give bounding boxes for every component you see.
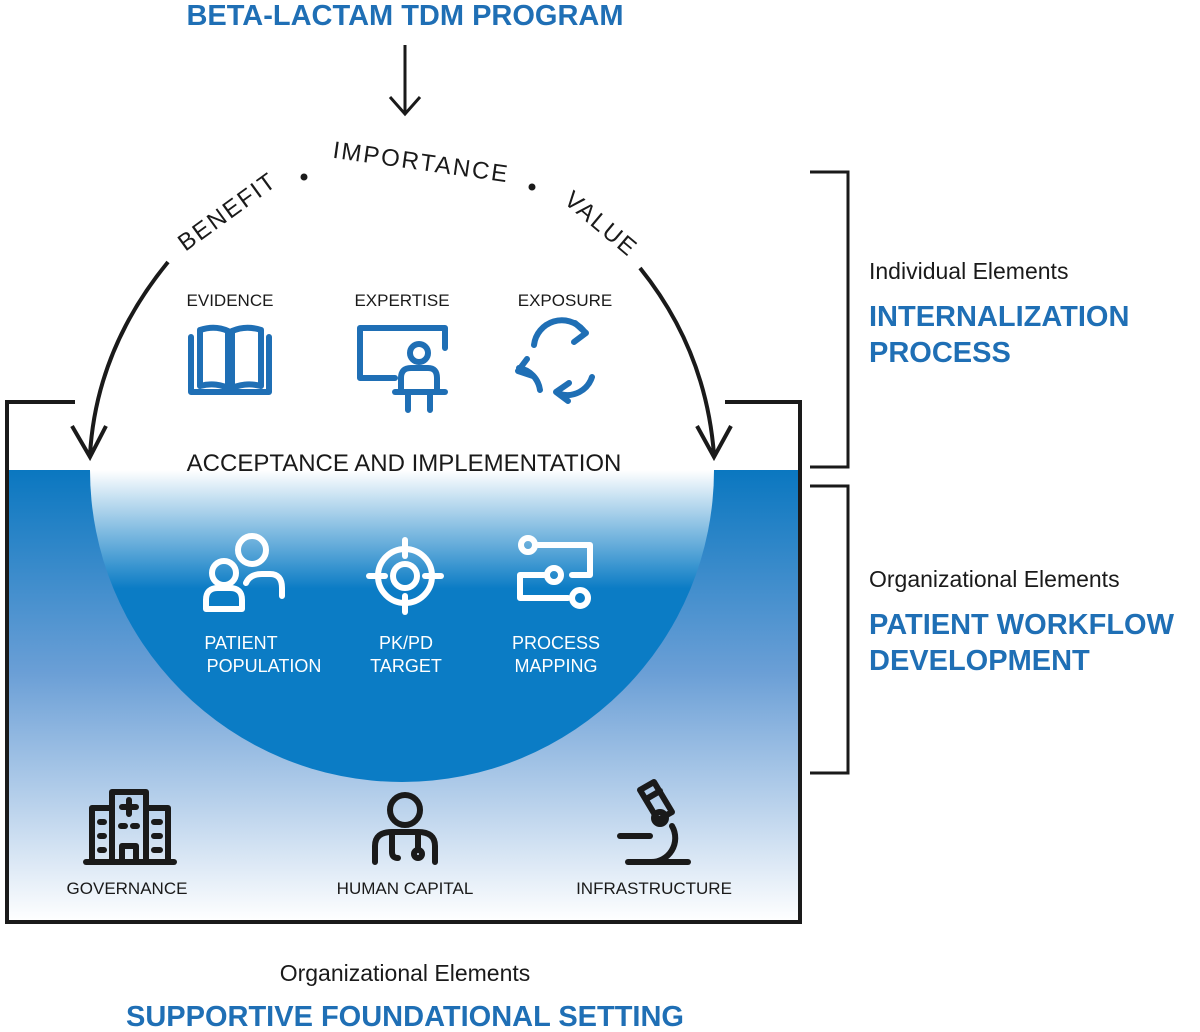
doctor-icon (372, 792, 438, 865)
right-arrow-head (695, 425, 733, 462)
hospital-building-icon (83, 789, 177, 865)
label-governance: GOVERNANCE (67, 879, 188, 898)
foundational-setting-title: SUPPORTIVE FOUNDATIONAL SETTING (126, 1001, 684, 1032)
label-pkpd: PK/PD (379, 633, 433, 653)
presenter-icon (357, 325, 448, 413)
label-patient: PATIENT (204, 633, 277, 653)
bottom-subtitle: Organizational Elements (280, 960, 531, 986)
program-title: BETA-LACTAM TDM PROGRAM (186, 0, 623, 32)
workflow-title-line2: DEVELOPMENT (869, 645, 1090, 677)
arc-dot-1 (300, 173, 308, 181)
label-evidence: EVIDENCE (187, 291, 274, 310)
cycle-arrows-icon (515, 317, 595, 404)
microscope-icon (617, 779, 691, 866)
internalization-bracket (810, 170, 850, 469)
label-expertise: EXPERTISE (354, 291, 449, 310)
workflow-bracket (810, 484, 850, 775)
individual-elements-subtitle: Individual Elements (869, 258, 1068, 284)
right-curved-arrow (638, 266, 716, 456)
label-target: TARGET (370, 656, 442, 676)
target-icon (366, 537, 444, 615)
workflow-title-line1: PATIENT WORKFLOW (869, 609, 1175, 641)
acceptance-implementation-label: ACCEPTANCE AND IMPLEMENTATION (187, 450, 622, 477)
arc-dot-2 (528, 183, 536, 191)
arc-word-importance: IMPORTANCE (331, 137, 511, 188)
label-infrastructure: INFRASTRUCTURE (576, 879, 732, 898)
label-human-capital: HUMAN CAPITAL (337, 879, 474, 898)
title-down-arrow (388, 45, 422, 117)
left-arrow-head (70, 424, 108, 462)
label-process: PROCESS (512, 633, 600, 653)
internalization-title-line2: PROCESS (869, 337, 1011, 369)
label-mapping: MAPPING (514, 656, 597, 676)
label-exposure: EXPOSURE (518, 291, 612, 310)
people-icon (203, 533, 285, 612)
arc-word-value: VALUE (559, 186, 643, 263)
internalization-title-line1: INTERNALIZATION (869, 301, 1129, 333)
arc-word-benefit: BENEFIT (173, 167, 282, 257)
label-population: POPULATION (207, 656, 322, 676)
process-map-icon (517, 535, 593, 609)
organizational-elements-subtitle: Organizational Elements (869, 566, 1120, 592)
left-curved-arrow (88, 260, 170, 456)
book-icon (188, 324, 272, 395)
container-outline (5, 400, 802, 924)
